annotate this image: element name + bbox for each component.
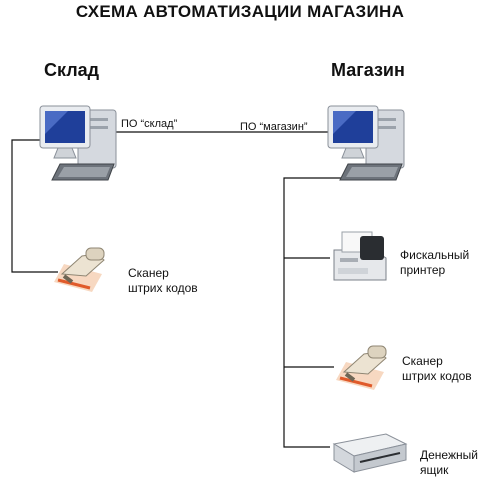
store-computer-icon [327, 105, 405, 181]
store-barcode-scanner-icon [336, 345, 387, 390]
fiscal-printer-label: Фискальный принтер [400, 248, 469, 278]
fiscal-printer-label-line2: принтер [400, 263, 446, 277]
cash-drawer-label-line1: Денежный [420, 448, 478, 462]
store-software-label: ПО “магазин” [240, 121, 308, 133]
warehouse-computer-icon [39, 105, 117, 181]
cash-drawer-icon [332, 433, 408, 473]
diagram-title: СХЕМА АВТОМАТИЗАЦИИ МАГАЗИНА [75, 2, 405, 21]
fiscal-printer-icon [333, 231, 387, 281]
cash-drawer-label: Денежный ящик [420, 448, 478, 478]
warehouse-scanner-label-line1: Сканер [128, 266, 169, 280]
store-scanner-label-line1: Сканер [402, 354, 443, 368]
fiscal-printer-label-line1: Фискальный [400, 248, 470, 262]
warehouse-scanner-label-line2: штрих кодов [128, 281, 198, 295]
store-scanner-label: Сканер штрих кодов [402, 354, 472, 384]
store-heading: Магазин [331, 60, 405, 80]
warehouse-barcode-scanner-icon [54, 247, 105, 292]
store-scanner-label-line2: штрих кодов [402, 369, 472, 383]
warehouse-scanner-label: Сканер штрих кодов [128, 266, 198, 296]
warehouse-heading: Склад [44, 60, 100, 80]
warehouse-software-label: ПО “склад” [121, 118, 178, 130]
cash-drawer-label-line2: ящик [420, 463, 449, 477]
